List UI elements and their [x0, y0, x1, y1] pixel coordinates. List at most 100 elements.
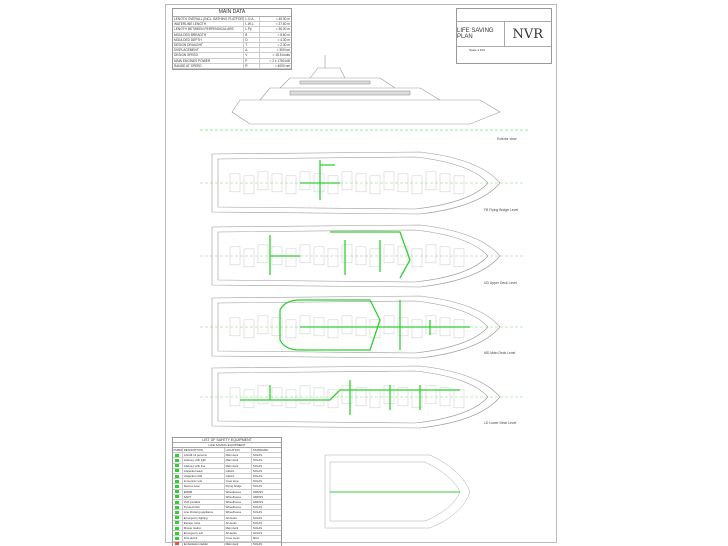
- legend-lr: GMDSS: [252, 500, 264, 505]
- legend-ld: Pyrotechnics: [183, 505, 225, 510]
- legend-symbol-icon: [173, 479, 183, 484]
- legend-ld: VHF portable: [183, 500, 225, 505]
- room-outline: [453, 175, 465, 195]
- legend-lr: SOLAS: [252, 479, 263, 484]
- room-outline: [285, 175, 297, 195]
- escape-route: [279, 299, 470, 351]
- legend-lr: MCA: [252, 536, 260, 541]
- main-data-value: = 2 x 1760 kW: [269, 58, 290, 63]
- room-outline: [425, 171, 437, 191]
- legend-symbol-icon: [173, 489, 183, 494]
- room-outline: [425, 385, 437, 405]
- md-label: MD Main Deck Level: [484, 351, 516, 355]
- room-outline: [453, 389, 465, 409]
- main-data-sym: L.O.A.: [244, 17, 261, 22]
- legend-symbol-icon: [173, 500, 183, 505]
- fb-deck-plan: [200, 151, 525, 215]
- legend-ld: Immersion suit: [183, 479, 225, 484]
- room-outline: [369, 175, 381, 195]
- room-outline: [243, 319, 255, 339]
- ud-deck-plan: [200, 224, 525, 288]
- legend-lr: GMDSS: [252, 489, 264, 494]
- legend-ld: Liferaft 12 persons: [183, 453, 225, 458]
- legend-title: LIST OF SAFETY EQUIPMENT: [173, 438, 281, 443]
- legend-lr: SOLAS: [252, 453, 263, 458]
- legend-ll: Main deck: [225, 453, 252, 458]
- room-outline: [299, 171, 311, 191]
- main-data-row: LENGTH OVERALL (INCL. BATHING PLATFORM)L…: [173, 17, 291, 23]
- room-outline: [369, 319, 381, 339]
- legend-lr: SOLAS: [252, 474, 263, 479]
- legend-ld: EPIRB: [183, 489, 225, 494]
- legend-ll: Wheelhouse: [225, 494, 252, 500]
- legend-ld: SART: [183, 494, 225, 500]
- room-outline: [383, 315, 395, 335]
- legend-ll: Crew mess: [225, 536, 252, 541]
- legend-symbol-icon: [173, 515, 183, 520]
- room-outline: [383, 171, 395, 191]
- ld-deck-plan: [200, 365, 525, 429]
- legend-ll: All decks: [225, 520, 252, 526]
- legend-ll: Wheelhouse: [225, 489, 252, 494]
- header-standard: STANDARD: [252, 448, 269, 452]
- legend-ld: First aid kit: [183, 536, 225, 541]
- main-data-sym: Δ: [244, 48, 261, 53]
- main-data-value: = 4000 nm: [274, 63, 290, 68]
- main-data-label: DESIGN SPEED: [173, 53, 245, 58]
- legend-lr: SOLAS: [252, 510, 263, 515]
- legend-symbol-icon: [173, 484, 183, 489]
- room-outline: [327, 248, 339, 268]
- room-outline: [285, 389, 297, 409]
- room-outline: [299, 244, 311, 264]
- fb-label: FB Flying Bridge Level: [484, 208, 519, 212]
- legend-ll: Flying bridge: [225, 484, 252, 489]
- legend-ld: Lifebuoy with line: [183, 463, 225, 468]
- legend-lr: SOLAS: [252, 463, 263, 468]
- main-data-label: MOULDED DEPTH: [173, 37, 245, 43]
- legend-symbol-icon: [173, 458, 183, 463]
- legend-ll: Main deck: [225, 541, 252, 546]
- legend-lr: SOLAS: [252, 484, 263, 489]
- legend-ld: Lifebuoy with light: [183, 458, 225, 463]
- main-data-sym: P: [244, 58, 261, 63]
- hull-bottom-view: [324, 454, 471, 529]
- main-data-label: MOULDED BREADTH: [173, 32, 245, 37]
- main-data-title: MAIN DATA: [173, 9, 291, 17]
- legend-ll: Wheelhouse: [225, 510, 252, 515]
- main-data-value: = 2.30 m: [277, 43, 291, 48]
- legend-lr: SOLAS: [252, 531, 263, 536]
- room-outline: [257, 171, 269, 191]
- room-outline: [257, 385, 269, 405]
- room-outline: [327, 175, 339, 195]
- header-location: LOCATION: [225, 448, 252, 453]
- main-data-label: DESIGN DRAUGHT: [173, 43, 245, 48]
- room-outline: [257, 244, 269, 264]
- legend-lr: SOLAS: [252, 526, 263, 531]
- main-data-label: LENGTH BETWEEN PERPENDICULARS: [173, 27, 245, 32]
- legend-ld: Muster station: [183, 526, 225, 531]
- room-outline: [425, 244, 437, 264]
- legend-symbol-icon: [173, 463, 183, 468]
- legend-ll: Cabins: [225, 468, 252, 474]
- main-data-table: MAIN DATA LENGTH OVERALL (INCL. BATHING …: [172, 8, 292, 71]
- legend-lr: SOLAS: [252, 520, 263, 525]
- legend-ll: Crew area: [225, 479, 252, 484]
- room-outline: [411, 319, 423, 339]
- main-data-sym: V: [244, 53, 261, 58]
- legend-symbol-icon: [173, 494, 183, 500]
- room-outline: [243, 248, 255, 268]
